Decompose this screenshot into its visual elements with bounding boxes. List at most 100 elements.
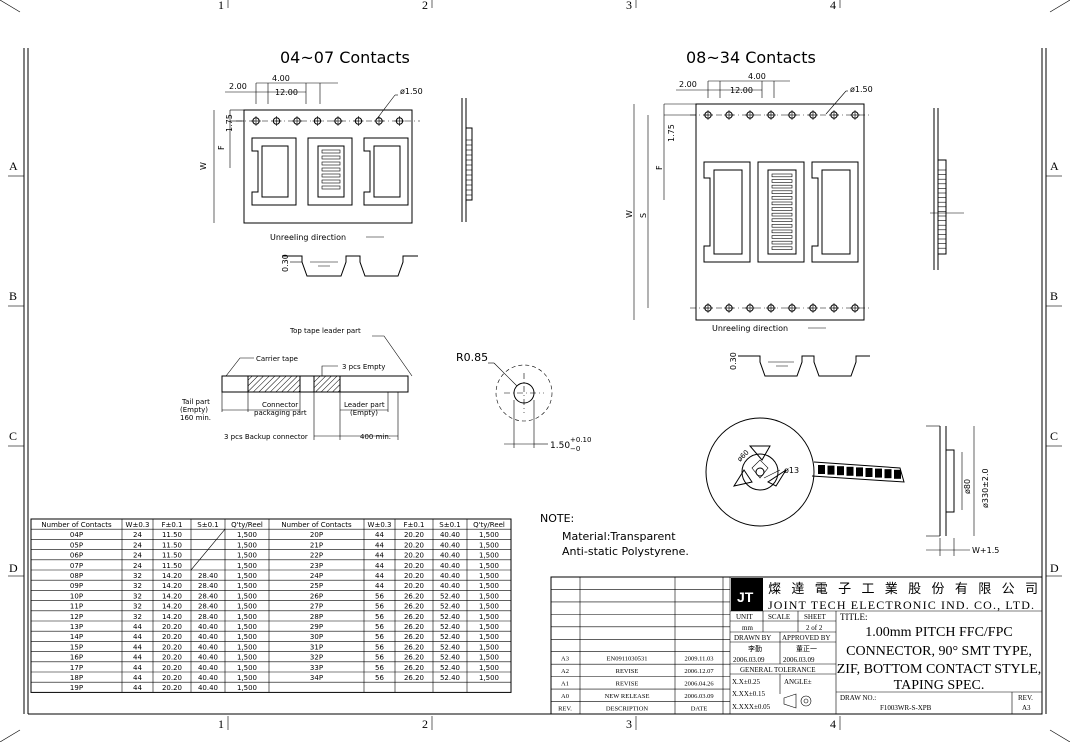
title-line-3: ZIF, BOTTOM CONTACT STYLE, <box>837 662 1042 677</box>
table-cell: 26.20 <box>404 643 424 651</box>
table-cell: 14.20 <box>162 603 182 611</box>
right-dim-030: 0.30 <box>729 352 738 370</box>
note-line1: Material:Transparent <box>562 530 676 543</box>
table-cell: 24 <box>133 562 142 570</box>
connector-pin <box>321 149 341 154</box>
tol-3: X.XXX±0.05 <box>732 703 771 711</box>
tape-backup: 3 pcs Backup connector <box>224 433 308 441</box>
table-cell: 07P <box>70 562 83 570</box>
projection-symbol-icon <box>783 693 812 709</box>
table-cell: 20.20 <box>404 562 424 570</box>
table-cell: 1,500 <box>479 582 499 590</box>
table-cell: 40.40 <box>440 531 460 539</box>
table-cell: 23P <box>310 562 323 570</box>
revision-date: 2006.04.26 <box>684 681 714 688</box>
table-cell: 40.40 <box>440 562 460 570</box>
table-cell: 40.40 <box>198 623 218 631</box>
note-line2: Anti-static Polystyrene. <box>562 545 689 558</box>
table-cell: 40.40 <box>198 674 218 682</box>
table-cell: 04P <box>70 531 83 539</box>
table-cell: 56 <box>375 603 384 611</box>
table-cell: 1,500 <box>237 592 257 600</box>
revision-desc: NEW RELEASE <box>605 693 650 700</box>
dwg-label: DRAW NO.: <box>840 694 876 702</box>
tolerance-label: GENERAL TOLERANCE <box>740 666 816 674</box>
reel-drawing: ø60 ø13 ø80 ø330±2.0 W+1.5 <box>705 417 999 556</box>
approved-by: 董正一 <box>796 644 817 653</box>
table-cell: 06P <box>70 552 83 560</box>
table-cell: 32 <box>133 613 142 621</box>
table-cell: 52.40 <box>440 623 460 631</box>
note-block: NOTE: Material:Transparent Anti-static P… <box>540 512 689 558</box>
hole-dim: 1.50 <box>550 441 570 451</box>
table-cell: 40.40 <box>198 633 218 641</box>
revision-rev: A1 <box>561 681 569 688</box>
reel-d60: ø60 <box>736 448 751 463</box>
table-cell: 44 <box>375 562 384 570</box>
right-dim-hole: ø1.50 <box>850 85 873 94</box>
table-cell: 26.20 <box>404 633 424 641</box>
revision-rev: A2 <box>561 668 569 675</box>
revision-head-rev: REV. <box>558 706 572 713</box>
table-cell: 34P <box>310 674 323 682</box>
zone-row-d-right: D <box>1050 561 1059 575</box>
left-dim-12: 12.00 <box>275 88 298 97</box>
rev-value: A3 <box>1022 704 1031 712</box>
connector-pin <box>771 224 793 228</box>
tape-lead-2: (Empty) <box>350 409 378 417</box>
table-cell: 26.20 <box>404 674 424 682</box>
drawn-date: 2006.03.09 <box>733 656 765 664</box>
table-cell: 28.40 <box>198 592 218 600</box>
table-cell: 11P <box>70 603 83 611</box>
table-cell: 26P <box>310 592 323 600</box>
table-cell: 14P <box>70 633 83 641</box>
table-cell: 40.40 <box>198 664 218 672</box>
reel-tape-pocket <box>875 468 882 478</box>
table-cell: 32 <box>133 572 142 580</box>
table-cell: 1,500 <box>237 552 257 560</box>
table-cell: 1,500 <box>479 633 499 641</box>
table-cell: 11.50 <box>162 562 182 570</box>
zone-row-b-right: B <box>1050 289 1058 303</box>
right-dim-2: 2.00 <box>679 80 697 89</box>
table-cell: 1,500 <box>237 684 257 692</box>
tol-1: X.X±0.25 <box>732 678 760 686</box>
table-cell: 32 <box>133 592 142 600</box>
table-cell: 32 <box>133 603 142 611</box>
table-cell: 1,500 <box>237 572 257 580</box>
table-cell: 1,500 <box>237 633 257 641</box>
table-cell: 1,500 <box>237 582 257 590</box>
tape-tail-2: (Empty) <box>180 406 208 414</box>
table-cell: 26.20 <box>404 613 424 621</box>
table-header-cell: Q'ty/Reel <box>231 521 263 529</box>
table-cell: 11.50 <box>162 541 182 549</box>
table-cell: 40.40 <box>198 654 218 662</box>
table-cell: 08P <box>70 572 83 580</box>
table-cell: 20P <box>310 531 323 539</box>
title-label: TITLE: <box>840 612 868 622</box>
table-cell: 52.40 <box>440 643 460 651</box>
table-cell: 1,500 <box>479 623 499 631</box>
scale-label: SCALE <box>768 613 790 621</box>
table-cell: 28.40 <box>198 603 218 611</box>
title-line-1: 1.00mm PITCH FFC/FPC <box>865 625 1012 640</box>
table-cell: 44 <box>375 541 384 549</box>
zone-labels: 1 2 3 4 1 2 3 4 A B C D A B C D <box>9 0 1059 731</box>
table-cell: 20.20 <box>162 684 182 692</box>
table-cell: 29P <box>310 623 323 631</box>
connector-pin <box>321 167 341 172</box>
table-cell: 1,500 <box>237 562 257 570</box>
table-cell: 19P <box>70 684 83 692</box>
revision-rev: A0 <box>561 693 569 700</box>
table-cell: 20.20 <box>162 674 182 682</box>
table-header-cell: W±0.3 <box>126 521 150 529</box>
table-cell: 56 <box>375 633 384 641</box>
table-cell: 33P <box>310 664 323 672</box>
view-04-07: 04~07 Contacts 2.00 4.00 12.00 ø1.50 <box>199 48 473 277</box>
drawn-by: 李勤 <box>748 644 762 653</box>
table-cell: 24 <box>133 531 142 539</box>
tape-400: 400 min. <box>360 433 391 441</box>
revision-date: 2006.12.07 <box>684 668 714 675</box>
title-line-4: TAPING SPEC. <box>894 678 985 693</box>
table-cell: 14.20 <box>162 572 182 580</box>
